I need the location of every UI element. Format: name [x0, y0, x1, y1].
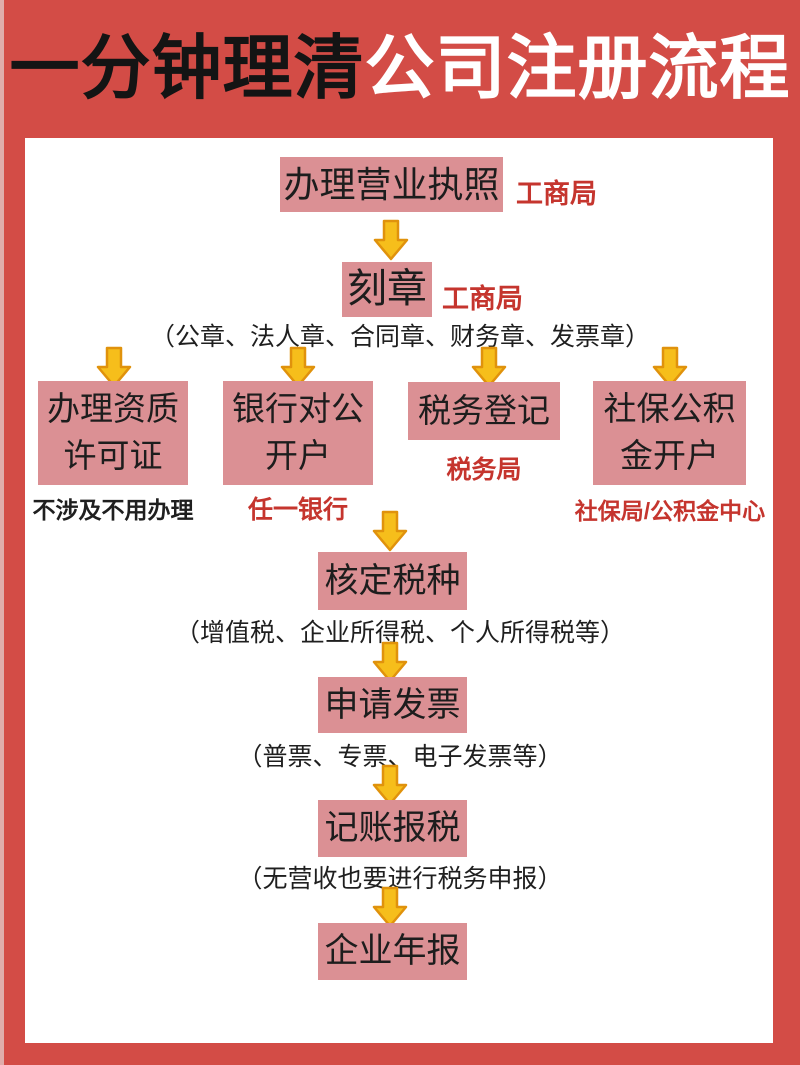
- down-arrow-icon: [95, 346, 133, 388]
- down-arrow-icon: [372, 219, 410, 261]
- flow-box-label: 企业年报: [324, 932, 461, 971]
- title-part-black: 一分钟理清: [9, 31, 365, 108]
- poster-title: 一分钟理清公司注册流程: [0, 22, 800, 118]
- flow-box-label: 记账报税: [324, 809, 461, 848]
- flow-box-qualification-license: 办理资质 许可证: [38, 381, 188, 485]
- flow-box-tax-registration: 税务登记: [408, 382, 560, 440]
- flow-box-seal-carving: 刻章: [342, 262, 432, 317]
- flow-box-business-license: 办理营业执照: [280, 157, 503, 212]
- flow-box-label: 刻章: [347, 267, 427, 312]
- note-social-security-fund: 社保局/公积金中心: [574, 498, 766, 524]
- tax-types-note: （增值税、企业所得税、个人所得税等）: [174, 619, 625, 647]
- flow-box-invoice-application: 申请发票: [318, 677, 467, 733]
- flow-box-label: 核定税种: [324, 561, 461, 600]
- down-arrow-icon: [279, 346, 317, 388]
- seal-types-note: （公章、法人章、合同章、财务章、发票章）: [149, 323, 650, 351]
- flow-box-label: 申请发票: [324, 685, 461, 724]
- flow-box-social-security-fund-account: 社保公积 金开户: [593, 381, 746, 485]
- bookkeeping-note: （无营收也要进行税务申报）: [237, 865, 563, 893]
- flow-box-label-line1: 社保公积: [603, 390, 736, 428]
- flow-box-label-line1: 银行对公: [232, 390, 364, 428]
- flow-box-label: 办理营业执照: [283, 163, 500, 205]
- note-qualification-license: 不涉及不用办理: [32, 497, 194, 523]
- flow-box-label-line1: 税务登记: [418, 391, 550, 429]
- invoice-types-note: （普票、专票、电子发票等）: [237, 743, 563, 771]
- authority-tag-seal-carving: 工商局: [442, 284, 523, 314]
- flow-box-label-line2: 金开户: [620, 437, 719, 474]
- flow-box-label-line1: 办理资质: [47, 390, 179, 428]
- flow-box-label-line2: 许可证: [63, 437, 163, 474]
- note-tax-registration: 税务局: [446, 456, 522, 484]
- down-arrow-icon: [371, 641, 409, 683]
- down-arrow-icon: [371, 764, 409, 806]
- flow-box-annual-report: 企业年报: [318, 923, 467, 980]
- down-arrow-icon: [651, 346, 689, 388]
- note-corporate-bank-account: 任一银行: [247, 496, 348, 524]
- left-edge-strip: [0, 0, 4, 1065]
- flow-box-bookkeeping-tax-filing: 记账报税: [318, 800, 467, 857]
- down-arrow-icon: [371, 510, 409, 552]
- flow-box-tax-type-verification: 核定税种: [318, 552, 467, 610]
- down-arrow-icon: [470, 346, 508, 388]
- title-part-white: 公司注册流程: [364, 31, 791, 108]
- flow-box-label-line2: 开户: [265, 437, 331, 474]
- flow-box-corporate-bank-account: 银行对公 开户: [223, 381, 373, 485]
- authority-tag-business-license: 工商局: [516, 179, 597, 209]
- down-arrow-icon: [371, 886, 409, 928]
